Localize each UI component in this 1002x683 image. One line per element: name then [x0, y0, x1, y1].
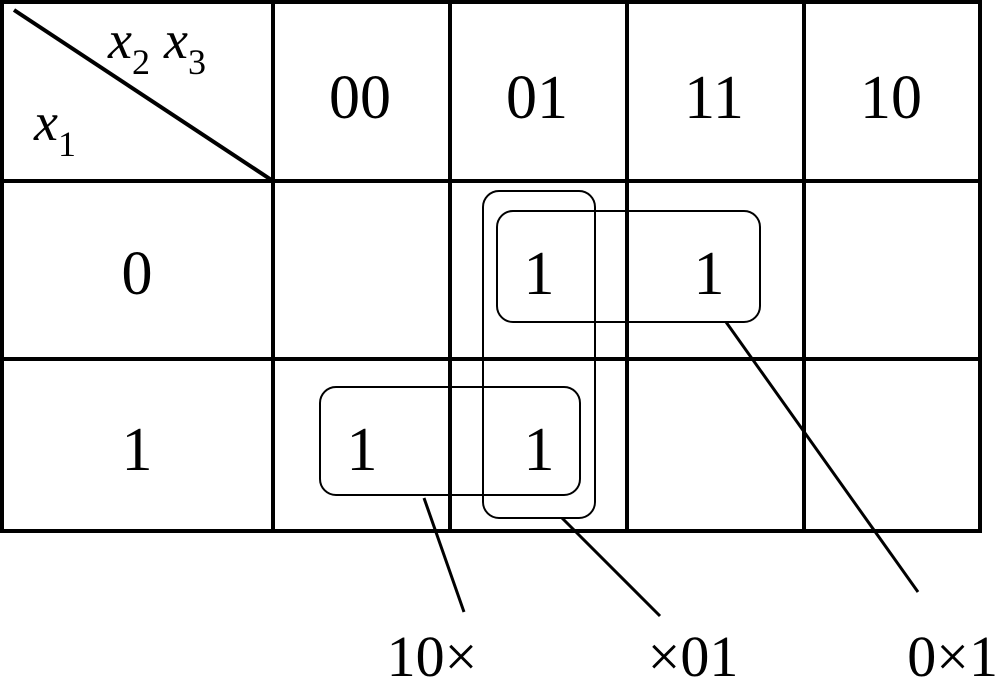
corner-diagonal [12, 8, 275, 183]
column-header: 00 [329, 64, 391, 132]
cell-values: 1 1 1 1 [347, 240, 725, 484]
group-leaders [422, 321, 920, 618]
group-label-10x: 10× [387, 624, 478, 683]
row-header: 0 [122, 240, 153, 308]
map-cell: 1 [524, 416, 555, 484]
group-loops [319, 190, 761, 519]
row-variable-label: x1 [33, 92, 76, 164]
group-loop-0x1 [496, 210, 761, 323]
map-grid [0, 0, 982, 533]
leader-line-x01 [560, 516, 662, 618]
row-header: 1 [122, 416, 153, 484]
map-cell: 1 [347, 416, 378, 484]
group-label-x01: ×01 [648, 624, 739, 683]
column-headers: 00 01 11 10 [329, 64, 922, 132]
group-loop-10x [319, 386, 581, 496]
column-header: 11 [684, 64, 744, 132]
column-header: 10 [860, 64, 922, 132]
map-cell: 1 [694, 240, 725, 308]
map-cell: 1 [524, 240, 555, 308]
leader-line-0x1 [724, 321, 920, 593]
leader-line-10x [422, 497, 466, 613]
column-header: 01 [506, 64, 568, 132]
group-label-0x1: 0×1 [907, 624, 998, 683]
group-labels: 10× ×01 0×1 [387, 624, 998, 683]
map-outer-border [0, 0, 982, 533]
group-loop-x01 [482, 190, 596, 519]
row-headers: 0 1 [122, 240, 153, 484]
